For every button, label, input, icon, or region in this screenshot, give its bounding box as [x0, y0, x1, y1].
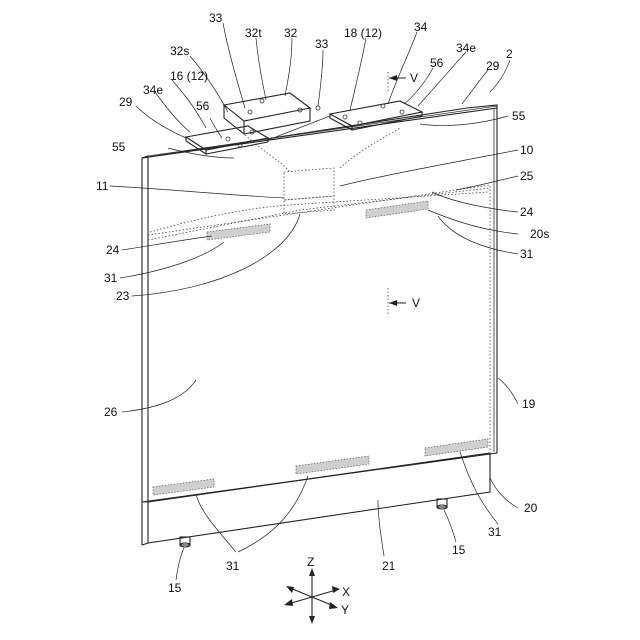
label-34e-left: 34e — [143, 83, 163, 97]
label-15-right: 15 — [452, 543, 466, 557]
label-20s: 20s — [530, 227, 549, 241]
label-32t: 32t — [245, 26, 262, 40]
label-24-right: 24 — [520, 205, 534, 219]
label-31-bottom-right: 31 — [488, 525, 502, 539]
label-25: 25 — [520, 169, 534, 183]
label-33-right: 33 — [315, 37, 329, 51]
label-33-left: 33 — [209, 11, 223, 25]
axis-label-x: X — [342, 585, 350, 599]
label-v-top: V — [410, 71, 418, 85]
foot-right — [437, 499, 447, 509]
label-56-left: 56 — [196, 99, 210, 113]
label-19: 19 — [522, 397, 536, 411]
label-56-right: 56 — [430, 56, 444, 70]
label-29-right: 29 — [486, 59, 500, 73]
label-32: 32 — [284, 26, 298, 40]
label-31-right: 31 — [520, 247, 534, 261]
label-32s: 32s — [170, 44, 189, 58]
axis-label-y: Y — [341, 603, 349, 617]
label-23: 23 — [116, 289, 130, 303]
label-2: 2 — [506, 47, 513, 61]
internal-frame — [148, 128, 490, 450]
label-26: 26 — [104, 405, 118, 419]
label-29-left: 29 — [119, 95, 133, 109]
label-11: 11 — [96, 179, 109, 193]
axis-triad — [284, 568, 340, 624]
axis-label-z: Z — [307, 555, 314, 569]
label-31-bottom: 31 — [226, 559, 240, 573]
label-10: 10 — [520, 143, 534, 157]
section-marker-top — [388, 72, 406, 92]
label-55-right: 55 — [512, 109, 526, 123]
section-marker-mid — [388, 288, 406, 316]
reference-labels: 33 32t 32 33 18 (12) 34 32s 34e 2 16 (12… — [96, 11, 549, 617]
pads — [153, 201, 488, 495]
label-24-left: 24 — [106, 243, 120, 257]
label-34e-right: 34e — [456, 41, 476, 55]
label-20: 20 — [524, 501, 538, 515]
label-55-left: 55 — [112, 140, 126, 154]
label-21: 21 — [382, 559, 396, 573]
label-34-top: 34 — [414, 20, 428, 34]
label-18: 18 (12) — [344, 26, 382, 40]
top-bracket — [186, 93, 422, 154]
label-15-left: 15 — [168, 581, 182, 595]
label-16: 16 (12) — [170, 69, 208, 83]
label-v-mid: V — [412, 296, 420, 310]
label-31-left: 31 — [104, 271, 118, 285]
